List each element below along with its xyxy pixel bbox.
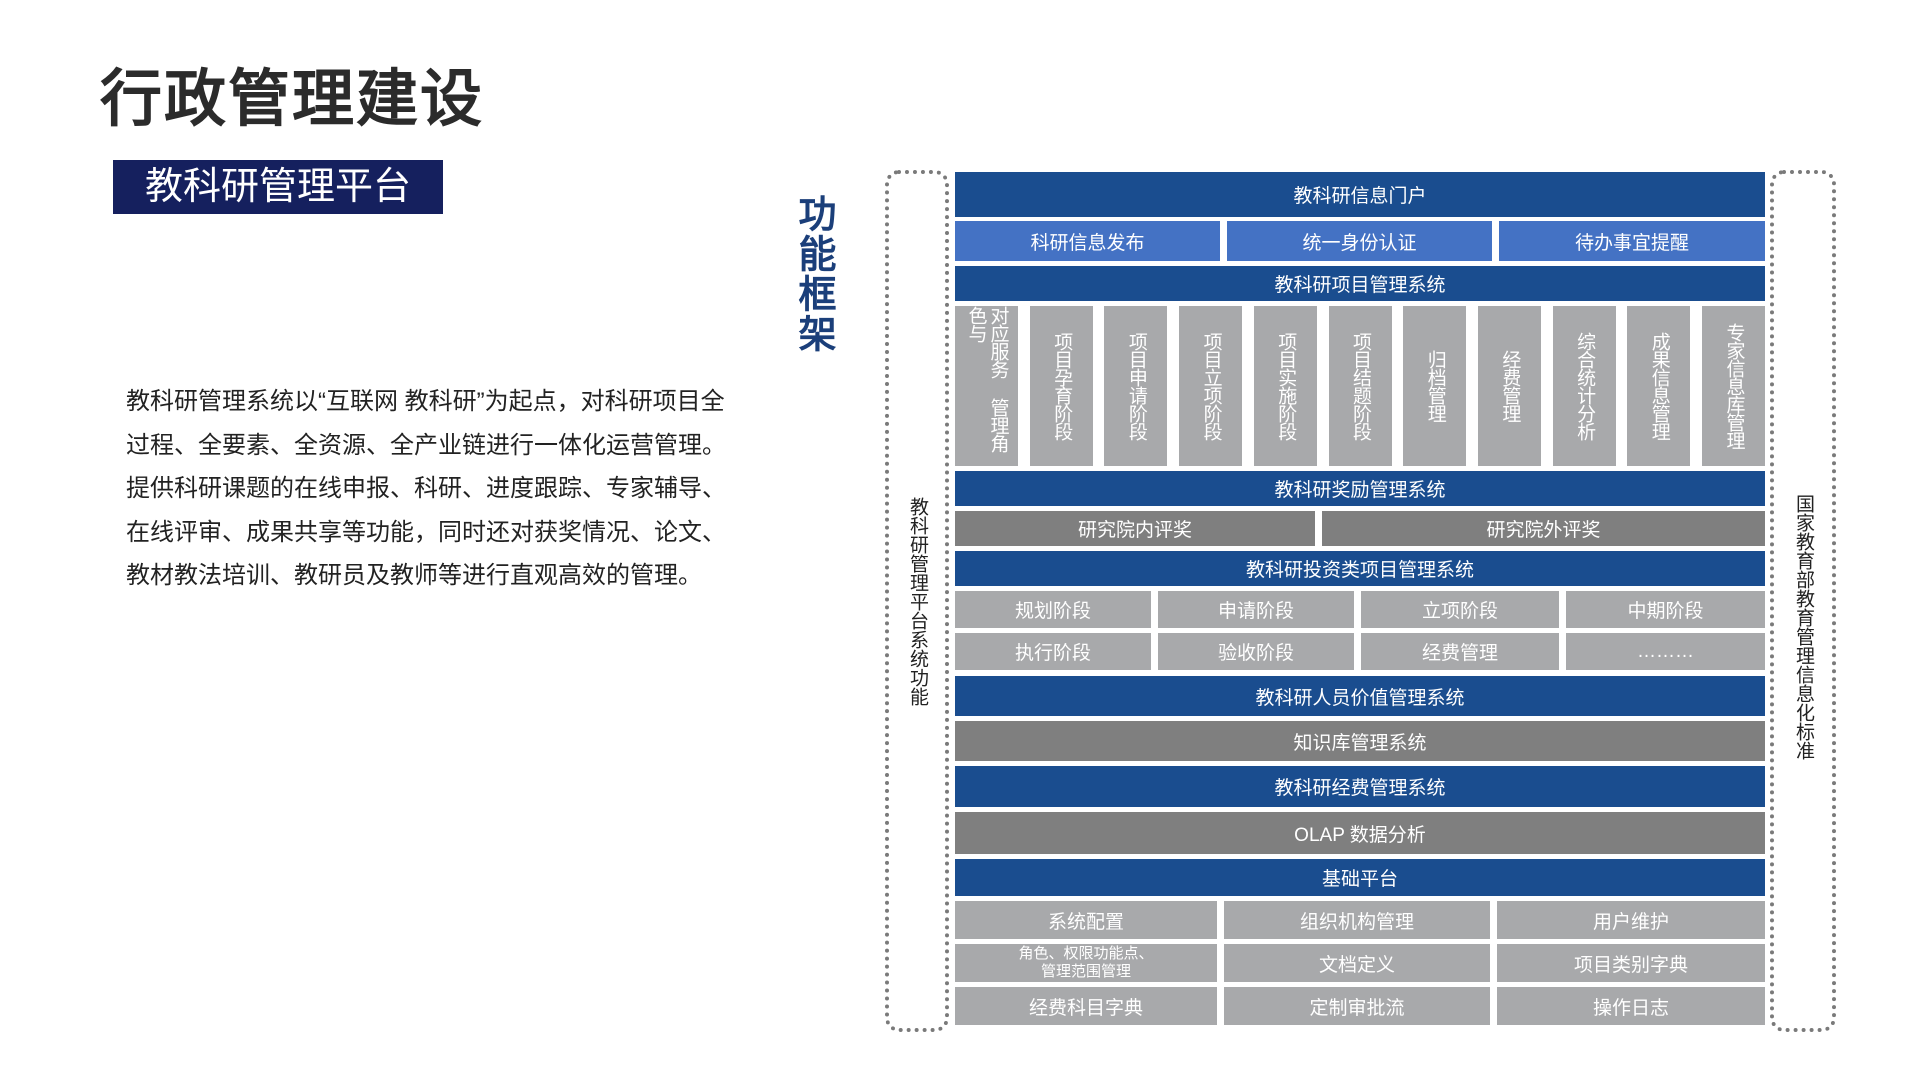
base-item-roles-line1: 角色、权限功能点、	[1018, 945, 1154, 962]
invest-stage: 申请阶段	[1158, 591, 1354, 628]
invest-stage: 立项阶段	[1361, 591, 1559, 628]
left-dotted-bracket	[885, 170, 949, 1032]
project-column: 综合统计分析	[1552, 306, 1616, 466]
personnel-system-bar: 教科研人员价值管理系统	[955, 676, 1765, 716]
invest-stage: 执行阶段	[955, 633, 1151, 670]
project-column: 经费管理	[1477, 306, 1541, 466]
project-column: 项目孕育阶段	[1029, 306, 1093, 466]
invest-stage: 规划阶段	[955, 591, 1151, 628]
invest-system-bar: 教科研投资类项目管理系统	[955, 551, 1765, 586]
award-system-bar: 教科研奖励管理系统	[955, 471, 1765, 506]
base-item: 定制审批流	[1224, 987, 1490, 1025]
portal-item: 科研信息发布	[955, 221, 1220, 261]
page-title: 行政管理建设	[100, 65, 485, 134]
right-side-label: 国家教育部教育管理信息化标准	[1793, 494, 1814, 760]
project-column: 项目结题阶段	[1328, 306, 1392, 466]
subtitle-banner: 教科研管理平台	[113, 160, 443, 214]
project-column: 成果信息管理	[1627, 306, 1691, 466]
portal-bar: 教科研信息门户	[955, 172, 1765, 217]
award-item: 研究院外评奖	[1322, 511, 1765, 546]
knowledge-system-bar: 知识库管理系统	[955, 721, 1765, 761]
base-item: 经费科目字典	[955, 987, 1217, 1025]
invest-stage: 经费管理	[1361, 633, 1559, 670]
funding-system-bar: 教科研经费管理系统	[955, 766, 1765, 807]
project-column: 项目申请阶段	[1104, 306, 1168, 466]
project-system-bar: 教科研项目管理系统	[955, 266, 1765, 301]
base-item: 操作日志	[1497, 987, 1765, 1025]
invest-stage: 中期阶段	[1566, 591, 1765, 628]
invest-stage: ………	[1566, 633, 1765, 670]
project-column: 专家信息库管理	[1702, 306, 1765, 466]
base-item: 组织机构管理	[1224, 901, 1490, 939]
project-column: 项目实施阶段	[1253, 306, 1317, 466]
portal-item: 统一身份认证	[1227, 221, 1492, 261]
base-item: 用户维护	[1497, 901, 1765, 939]
award-item: 研究院内评奖	[955, 511, 1315, 546]
base-item-roles-line2: 管理范围管理	[1040, 963, 1131, 980]
project-column: 归档管理	[1403, 306, 1467, 466]
right-dotted-bracket	[1770, 170, 1836, 1032]
project-column: 项目立项阶段	[1179, 306, 1243, 466]
olap-bar: OLAP 数据分析	[955, 812, 1765, 854]
left-side-label: 教科研管理平台系统功能	[907, 497, 928, 706]
base-item: 项目类别字典	[1497, 944, 1765, 982]
description-text: 教科研管理系统以“互联网 教科研”为起点，对科研项目全过程、全要素、全资源、全产…	[126, 388, 726, 589]
section-label: 功能框架	[792, 194, 834, 354]
base-platform-bar: 基础平台	[955, 859, 1765, 896]
portal-item: 待办事宜提醒	[1499, 221, 1765, 261]
base-item: 文档定义	[1224, 944, 1490, 982]
project-column: 对应服务 管理角色与	[955, 306, 1018, 466]
invest-stage: 验收阶段	[1158, 633, 1354, 670]
base-item-roles: 角色、权限功能点、 管理范围管理	[955, 944, 1217, 982]
base-item: 系统配置	[955, 901, 1217, 939]
